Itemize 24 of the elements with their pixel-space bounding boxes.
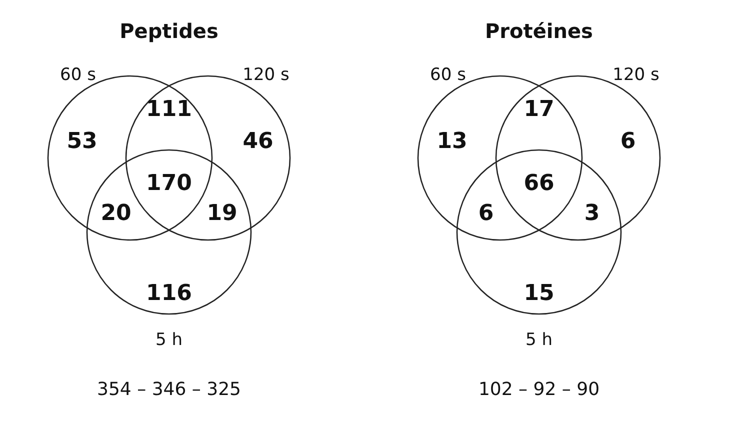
region-count: 170	[146, 171, 192, 196]
panel-title: Protéines	[485, 19, 593, 43]
region-count: 3	[584, 201, 600, 226]
region-count: 20	[100, 201, 132, 226]
set-label: 5 h	[526, 330, 552, 350]
region-count: 66	[524, 171, 554, 196]
totals-text: 354 – 346 – 325	[97, 379, 241, 400]
region-count: 15	[524, 281, 554, 306]
set-label: 120 s	[612, 65, 660, 85]
set-label: 60 s	[430, 65, 466, 85]
set-label: 120 s	[242, 65, 290, 85]
region-count: 6	[478, 201, 494, 226]
region-count: 17	[524, 97, 554, 122]
set-label: 60 s	[60, 65, 96, 85]
panel-title: Peptides	[120, 19, 218, 43]
region-count: 13	[436, 129, 468, 154]
set-label: 5 h	[156, 330, 182, 350]
region-count: 111	[146, 97, 192, 122]
region-count: 46	[242, 129, 274, 154]
totals-text: 102 – 92 – 90	[478, 379, 600, 400]
region-count: 19	[206, 201, 238, 226]
region-count: 116	[146, 281, 192, 306]
region-count: 53	[66, 129, 98, 154]
region-count: 6	[620, 129, 636, 154]
